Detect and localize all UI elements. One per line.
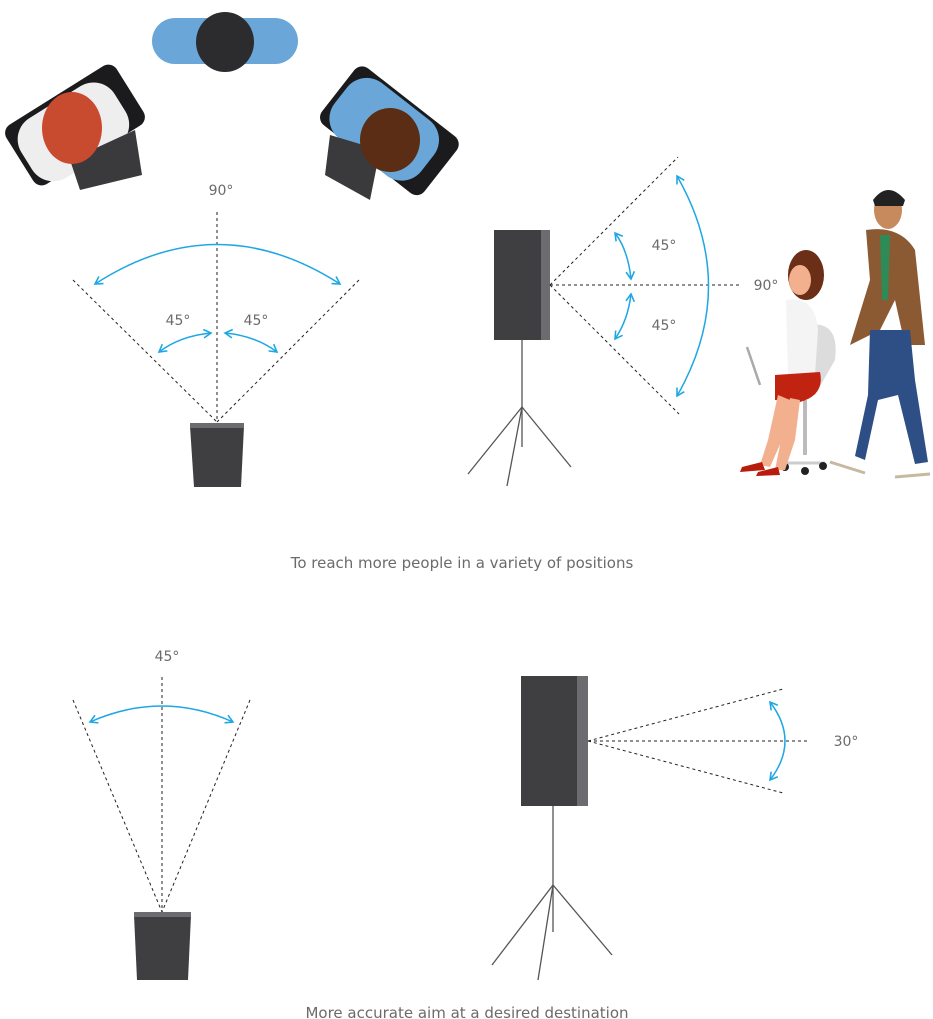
right-angle-arc — [223, 328, 279, 353]
walking-man-figure — [829, 190, 931, 479]
person-on-sofa-left — [5, 64, 145, 190]
upper-angle-label: 45° — [652, 238, 677, 254]
upper-boundary-line — [549, 156, 679, 286]
angle-label: 45° — [155, 649, 180, 665]
left-boundary-line — [72, 699, 163, 913]
angle-arc — [88, 705, 235, 724]
wide-angle-label: 90° — [209, 183, 234, 199]
person-standing-top — [152, 12, 298, 72]
wide-angle-arc — [93, 243, 342, 285]
caption-bottom: More accurate aim at a desired destinati… — [305, 1004, 628, 1019]
right-boundary-line — [216, 279, 360, 423]
floor-speaker-icon — [134, 912, 191, 980]
right-angle-label: 45° — [244, 313, 269, 329]
angle-arc — [769, 700, 786, 782]
speaker-on-stand-icon — [491, 676, 613, 981]
floor-speaker-icon — [190, 423, 244, 487]
upper-angle-arc — [614, 231, 636, 281]
diagram-bottom-left-45-degrees: 45° — [72, 649, 251, 980]
lower-boundary-line — [587, 740, 784, 794]
wide-angle-label: 90° — [754, 278, 779, 294]
diagram-bottom-right-30-degrees: 30° — [491, 676, 859, 981]
seated-woman-figure — [740, 250, 836, 476]
lower-boundary-line — [549, 284, 680, 415]
diagram-top-right-90-degrees: 45° 45° 90° — [467, 156, 779, 487]
lower-angle-label: 45° — [652, 318, 677, 334]
left-boundary-line — [72, 279, 218, 423]
diagram-top-left-90-degrees: 90° 45° 45° — [72, 183, 360, 487]
person-on-sofa-right — [320, 66, 459, 200]
lower-angle-arc — [614, 292, 636, 341]
left-angle-arc — [157, 328, 213, 353]
right-boundary-line — [161, 699, 251, 913]
angle-label: 30° — [834, 734, 859, 750]
speaker-on-stand-icon — [467, 230, 572, 487]
left-angle-label: 45° — [166, 313, 191, 329]
wide-angle-arc — [676, 174, 710, 398]
caption-top: To reach more people in a variety of pos… — [290, 554, 634, 572]
upper-boundary-line — [587, 688, 784, 742]
